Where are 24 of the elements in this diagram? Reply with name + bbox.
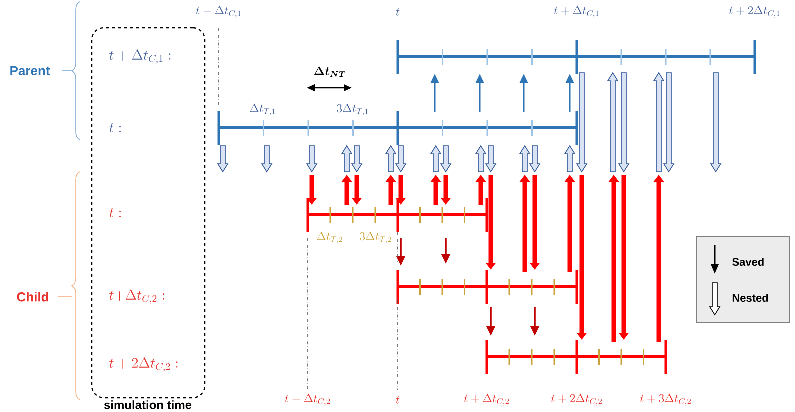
time-label: $t+\Delta t_{C,2}$ [464,394,510,406]
time-label: $t-\Delta t_{C,2}$ [285,394,330,406]
time-label: $t+2\Delta t_{C,2}$ [551,394,602,406]
time-label: $\Delta t_{NT}$ [314,66,346,78]
group-label: Parent [10,66,50,76]
time-label: $t+2\Delta t_{C,1}$ [729,6,780,18]
row-label: $t:$ [110,123,121,133]
time-label: $\Delta t_{T,1}$ [250,104,276,116]
row-label: $t+\Delta t_{C,1}:$ [110,50,171,64]
time-label: $3\Delta t_{T,2}$ [360,232,392,244]
row-label: $t+2\Delta t_{C,2}:$ [110,358,178,372]
time-label: $\Delta t_{T,2}$ [317,232,342,244]
time-label: $t+3\Delta t_{C,2}$ [640,394,691,406]
box-caption: simulation time [104,400,192,410]
row-label: $t:$ [110,208,121,218]
legend-label: Nested [732,294,768,302]
time-label: $t$ [396,396,400,404]
time-label: $t$ [396,8,400,16]
time-label: $t+\Delta t_{C,1}$ [554,6,599,18]
time-label: $3\Delta t_{T,1}$ [337,104,368,116]
group-label: Child [17,292,48,302]
time-label: $t-\Delta t_{C,1}$ [196,6,241,18]
row-label: $t{+}\Delta t_{C,2}:$ [110,290,164,304]
legend-label: Saved [732,258,764,266]
